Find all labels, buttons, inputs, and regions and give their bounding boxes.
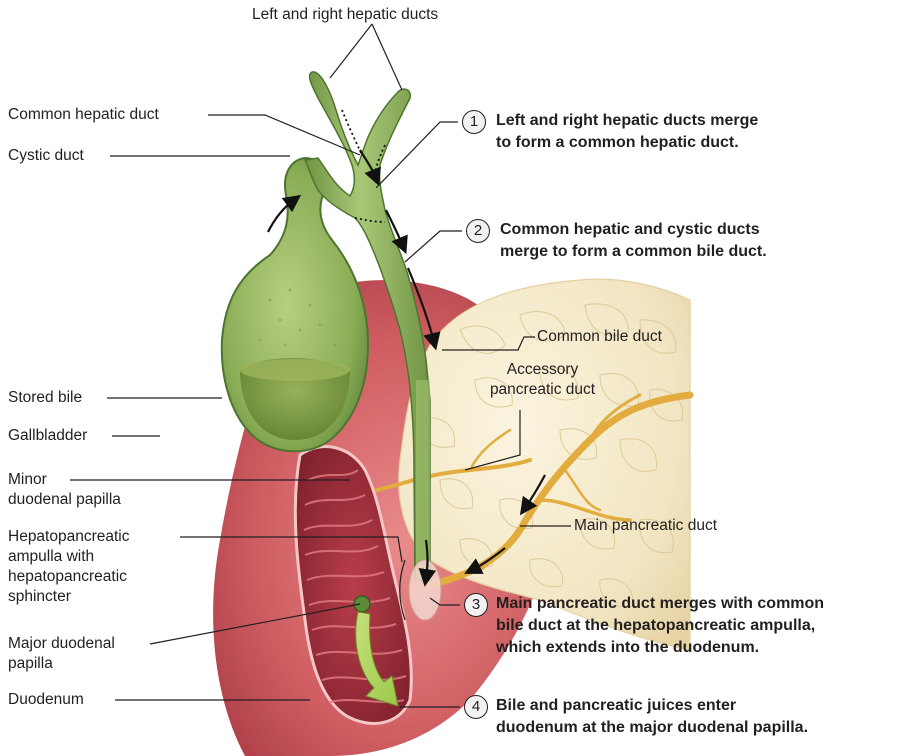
label-ampulla-1: Hepatopancreatic xyxy=(8,527,130,547)
step-4-line-1: Bile and pancreatic juices enter xyxy=(496,695,736,717)
label-hepatic-ducts: Left and right hepatic ducts xyxy=(252,5,438,25)
major-duodenal-papilla xyxy=(354,596,370,612)
step-4-line-2: duodenum at the major duodenal papilla. xyxy=(496,717,808,739)
label-gallbladder: Gallbladder xyxy=(8,426,87,446)
label-ampulla-3: hepatopancreatic xyxy=(8,567,127,587)
step-1-number: 1 xyxy=(462,110,486,134)
label-major-papilla-2: papilla xyxy=(8,654,53,674)
step-3-line-1: Main pancreatic duct merges with common xyxy=(496,593,824,615)
step-3-line-3: which extends into the duodenum. xyxy=(496,637,759,659)
label-duodenum: Duodenum xyxy=(8,690,84,710)
step-3-number: 3 xyxy=(464,593,488,617)
label-minor-papilla-1: Minor xyxy=(8,470,47,490)
step-4-number: 4 xyxy=(464,695,488,719)
step-1-line-1: Left and right hepatic ducts merge xyxy=(496,110,758,132)
label-main-pancreatic-duct: Main pancreatic duct xyxy=(574,516,717,536)
label-minor-papilla-2: duodenal papilla xyxy=(8,490,121,510)
step-1-line-2: to form a common hepatic duct. xyxy=(496,132,739,154)
label-ampulla-4: sphincter xyxy=(8,587,71,607)
step-2-line-1: Common hepatic and cystic ducts xyxy=(500,219,760,241)
label-ampulla-2: ampulla with xyxy=(8,547,94,567)
label-major-papilla-1: Major duodenal xyxy=(8,634,115,654)
label-accessory-1: Accessory xyxy=(475,360,610,380)
label-common-hepatic-duct: Common hepatic duct xyxy=(8,105,159,125)
hepatopancreatic-ampulla xyxy=(409,560,441,620)
label-accessory-2: pancreatic duct xyxy=(475,380,610,400)
step-2-number: 2 xyxy=(466,219,490,243)
label-cystic-duct: Cystic duct xyxy=(8,146,84,166)
label-common-bile-duct: Common bile duct xyxy=(537,327,662,347)
step-2-line-2: merge to form a common bile duct. xyxy=(500,241,767,263)
step-3-line-2: bile duct at the hepatopancreatic ampull… xyxy=(496,615,815,637)
label-stored-bile: Stored bile xyxy=(8,388,82,408)
